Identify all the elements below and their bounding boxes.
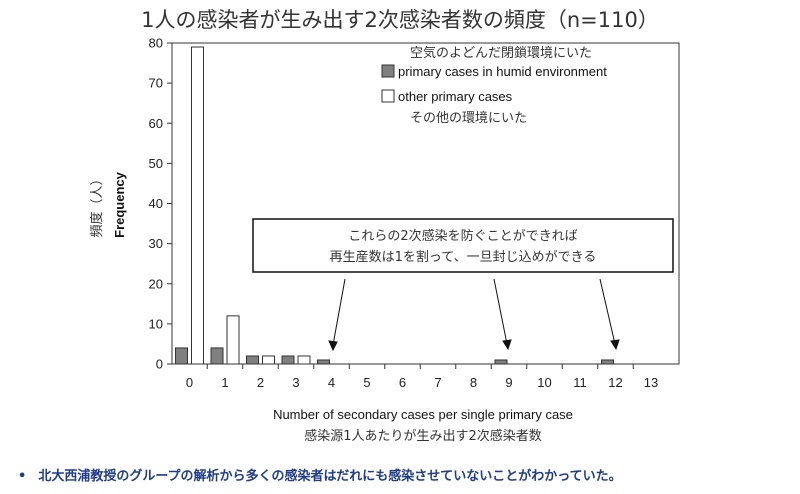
x-tick-label: 5 bbox=[363, 375, 370, 390]
x-axis-label: Number of secondary cases per single pri… bbox=[273, 407, 573, 422]
x-tick-label: 9 bbox=[505, 375, 512, 390]
y-axis-label-ja: 頻度（人） bbox=[89, 172, 105, 237]
x-tick-label: 2 bbox=[257, 375, 264, 390]
bars-group bbox=[175, 46, 614, 365]
y-tick-label: 20 bbox=[149, 276, 163, 291]
x-tick-label: 3 bbox=[292, 375, 299, 390]
bar-humid-2 bbox=[246, 355, 259, 365]
chart-title: 1人の感染者が生み出す2次感染者数の頻度（n=110） bbox=[141, 8, 659, 32]
legend-swatch-gray bbox=[381, 64, 395, 78]
legend-swatch-white bbox=[381, 89, 395, 103]
callout-arrow-1 bbox=[332, 278, 346, 346]
x-tick-label: 7 bbox=[434, 375, 441, 390]
y-tick-label: 50 bbox=[149, 156, 163, 171]
y-tick-label: 60 bbox=[149, 116, 163, 131]
bar-humid-3 bbox=[281, 355, 295, 365]
legend: 空気のよどんだ閉鎖環境にいた primary cases in humid en… bbox=[381, 45, 607, 126]
bar-other-3 bbox=[297, 355, 311, 365]
y-tick-label: 40 bbox=[149, 196, 163, 211]
bar-humid-1 bbox=[210, 347, 224, 365]
x-tick-label: 1 bbox=[221, 375, 228, 390]
y-axis-label: Frequency bbox=[112, 171, 127, 238]
legend-series-2-ja: その他の環境にいた bbox=[410, 111, 527, 126]
y-axis: 0 10 20 30 40 50 60 70 80 bbox=[149, 36, 172, 372]
footer-text: 北大西浦教授のグループの解析から多くの感染者はだれにも感染させていないことがわか… bbox=[38, 469, 622, 484]
callout-arrowhead-3 bbox=[610, 339, 620, 351]
bar-humid-9 bbox=[494, 359, 508, 365]
legend-series-1: primary cases in humid environment bbox=[398, 64, 607, 79]
x-tick-label: 11 bbox=[573, 375, 587, 390]
x-tick-label: 12 bbox=[608, 375, 622, 390]
y-tick-label: 70 bbox=[149, 76, 163, 91]
footer-note: • 北大西浦教授のグループの解析から多くの感染者はだれにも感染させていないことがわ… bbox=[18, 465, 622, 484]
x-axis-label-ja: 感染源1人あたりが生み出す2次感染者数 bbox=[304, 428, 542, 444]
callout-line-2: 再生産数は1を割って、一旦封じ込めができる bbox=[330, 249, 597, 265]
x-tick-label: 0 bbox=[186, 375, 193, 390]
x-tick-label: 8 bbox=[470, 375, 477, 390]
bullet-marker: • bbox=[18, 469, 27, 484]
bar-humid-0 bbox=[175, 347, 188, 365]
y-tick-label: 80 bbox=[149, 36, 163, 51]
y-tick-label: 10 bbox=[149, 316, 163, 331]
callout-arrowhead-1 bbox=[328, 340, 338, 352]
bar-other-0 bbox=[191, 46, 204, 365]
x-tick-label: 10 bbox=[537, 375, 551, 390]
bar-other-2 bbox=[262, 355, 275, 365]
x-tick-label: 13 bbox=[644, 375, 658, 390]
bar-humid-4 bbox=[317, 359, 330, 365]
x-tick-label: 6 bbox=[399, 375, 406, 390]
callout-line-1: これらの2次感染を防ぐことができれば bbox=[348, 228, 577, 244]
x-tick-label: 4 bbox=[328, 375, 335, 390]
bar-humid-12 bbox=[601, 359, 614, 365]
callout-arrowhead-2 bbox=[502, 339, 512, 351]
y-tick-label: 0 bbox=[156, 357, 163, 372]
y-tick-label: 30 bbox=[149, 236, 163, 251]
bar-other-1 bbox=[226, 315, 240, 365]
legend-series-2: other primary cases bbox=[398, 89, 513, 104]
callout: これらの2次感染を防ぐことができれば 再生産数は1を割って、一旦封じ込めができる bbox=[252, 218, 674, 352]
legend-series-1-ja: 空気のよどんだ閉鎖環境にいた bbox=[410, 45, 592, 61]
callout-arrow-3 bbox=[599, 278, 616, 345]
callout-arrow-2 bbox=[493, 278, 508, 345]
callout-box bbox=[252, 218, 674, 273]
